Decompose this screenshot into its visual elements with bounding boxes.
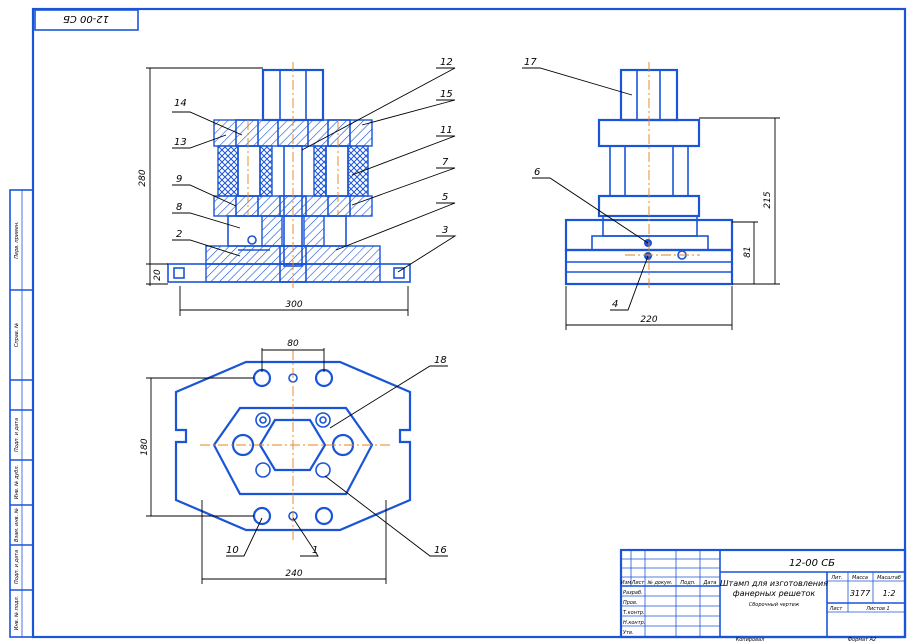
- dim-215: 215: [763, 191, 773, 208]
- tb-col-date: Дата: [703, 580, 717, 586]
- tb-title-line2: фанерных решеток: [733, 589, 816, 598]
- strip-sprav: Справ. №: [14, 323, 20, 347]
- side-view-leaders: [522, 67, 649, 311]
- tb-col-doc: № докум.: [647, 580, 673, 586]
- side-strip: [10, 190, 33, 637]
- pos-3: 3: [442, 225, 448, 236]
- tb-lists-label: Листов 1: [865, 606, 889, 612]
- pos-12: 12: [440, 57, 453, 68]
- tb-copied: Копировал: [736, 637, 765, 643]
- tb-lit-label: Лит.: [830, 575, 843, 581]
- dim-240: 240: [285, 569, 302, 579]
- pos-10: 10: [226, 545, 239, 556]
- pos-1: 1: [312, 545, 318, 556]
- tb-title-line1: Штамп для изготовления: [720, 579, 828, 588]
- drawing-code-mirrored: 12-00 СБ: [63, 13, 109, 24]
- pos-6: 6: [534, 167, 540, 178]
- strip-perv-primen: Перв. примен.: [14, 221, 20, 259]
- dim-180: 180: [140, 438, 150, 455]
- pos-4: 4: [612, 299, 618, 310]
- strip-vzam-inv: Взам. инв. №: [14, 508, 20, 542]
- tb-row-prov: Пров.: [623, 600, 638, 606]
- sheet-frame: [9, 7, 907, 639]
- pos-15: 15: [440, 89, 453, 100]
- front-view-leaders: [172, 67, 457, 273]
- dim-280: 280: [138, 169, 148, 186]
- tb-col-list: Лист: [631, 580, 646, 586]
- pos-11: 11: [440, 125, 453, 136]
- dim-220: 220: [640, 315, 657, 325]
- pos-2: 2: [176, 229, 182, 240]
- pos-16: 16: [434, 545, 447, 556]
- pos-8: 8: [176, 202, 182, 213]
- top-view-leaders: [226, 365, 448, 557]
- pos-18: 18: [434, 355, 447, 366]
- dim-20: 20: [153, 269, 163, 281]
- top-view-dimensions: [146, 348, 387, 584]
- tb-doc-type: Сборочный чертеж: [749, 602, 800, 608]
- tb-institution: 3177: [850, 589, 871, 598]
- strip-inv-podl: Инв. № подл.: [14, 596, 20, 631]
- tb-scale: 1:2: [883, 589, 896, 598]
- strip-inv-dubl: Инв. № дубл.: [14, 465, 20, 499]
- pos-9: 9: [176, 174, 182, 185]
- dim-300: 300: [285, 300, 302, 310]
- front-view: [167, 62, 411, 290]
- tb-drawing-code: 12-00 СБ: [789, 558, 835, 569]
- pos-17: 17: [524, 57, 537, 68]
- strip-podp-data-2: Подп. и дата: [14, 550, 20, 584]
- title-block: [619, 548, 907, 639]
- pos-7: 7: [442, 157, 449, 168]
- side-view: [564, 62, 734, 290]
- tb-col-sign: Подп.: [680, 580, 695, 586]
- strip-podp-data-1: Подп. и дата: [14, 418, 20, 452]
- tb-col-izm: Изм: [621, 580, 631, 586]
- tb-list-label: Лист: [829, 606, 844, 612]
- tb-mass-label: Масса: [852, 575, 868, 581]
- tb-row-razrab: Разраб.: [623, 590, 643, 596]
- side-view-dimensions: [565, 117, 780, 330]
- pos-5: 5: [442, 192, 448, 203]
- front-view-dimensions: [146, 67, 409, 316]
- tb-format: Формат А2: [848, 637, 876, 643]
- pos-13: 13: [174, 137, 187, 148]
- top-view: [174, 350, 412, 540]
- tb-scale-label: Масштаб: [877, 575, 901, 581]
- tb-row-tkontr: Т.контр.: [623, 610, 645, 616]
- tb-row-nkontr: Н.контр.: [623, 620, 645, 626]
- dim-81: 81: [743, 246, 753, 257]
- dim-80: 80: [287, 339, 299, 349]
- tb-row-utv: Утв.: [623, 630, 634, 636]
- pos-14: 14: [174, 98, 187, 109]
